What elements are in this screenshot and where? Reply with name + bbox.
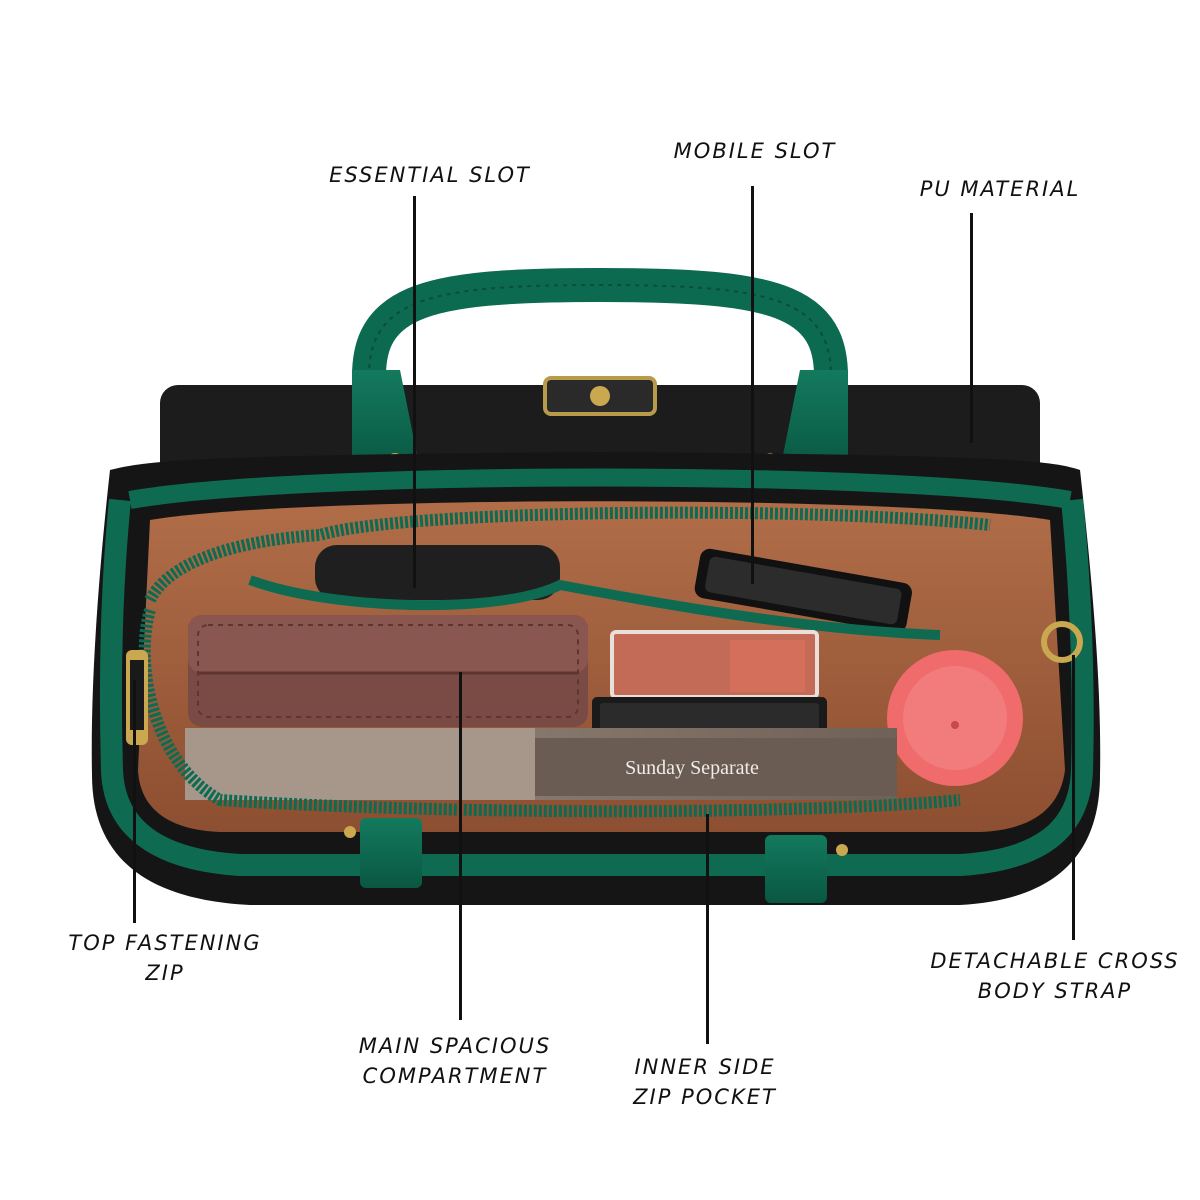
leader-mobile-slot [751,186,754,584]
essential-item [315,545,560,600]
label-pu-material: PU MATERIAL [919,177,1081,201]
leader-main-compartment [459,672,462,1020]
strap-ring [1041,621,1083,663]
handle-tab-left [352,370,420,470]
leader-cross-strap [1072,655,1075,940]
label-top-zip: TOP FASTENING ZIP [68,931,262,985]
bottom-tab-left [360,818,422,888]
leader-pu-material [970,213,973,443]
leader-essential-slot [413,196,416,588]
top-rim [128,468,1072,509]
leader-inner-pocket [706,814,709,1044]
handle-tab-right [780,370,848,470]
label-mobile-slot: MOBILE SLOT [673,139,837,163]
book-title: Sunday Separate [625,757,759,779]
label-inner-pocket: INNER SIDE ZIP POCKET [633,1055,777,1109]
zipper [144,506,991,603]
label-main-compartment: MAIN SPACIOUS COMPARTMENT [358,1034,552,1088]
label-essential-slot: ESSENTIAL SLOT [329,163,531,187]
label-cross-strap: DETACHABLE CROSS BODY STRAP [930,949,1180,1003]
bottom-tab-right [765,835,827,903]
leader-top-zip [133,680,136,923]
